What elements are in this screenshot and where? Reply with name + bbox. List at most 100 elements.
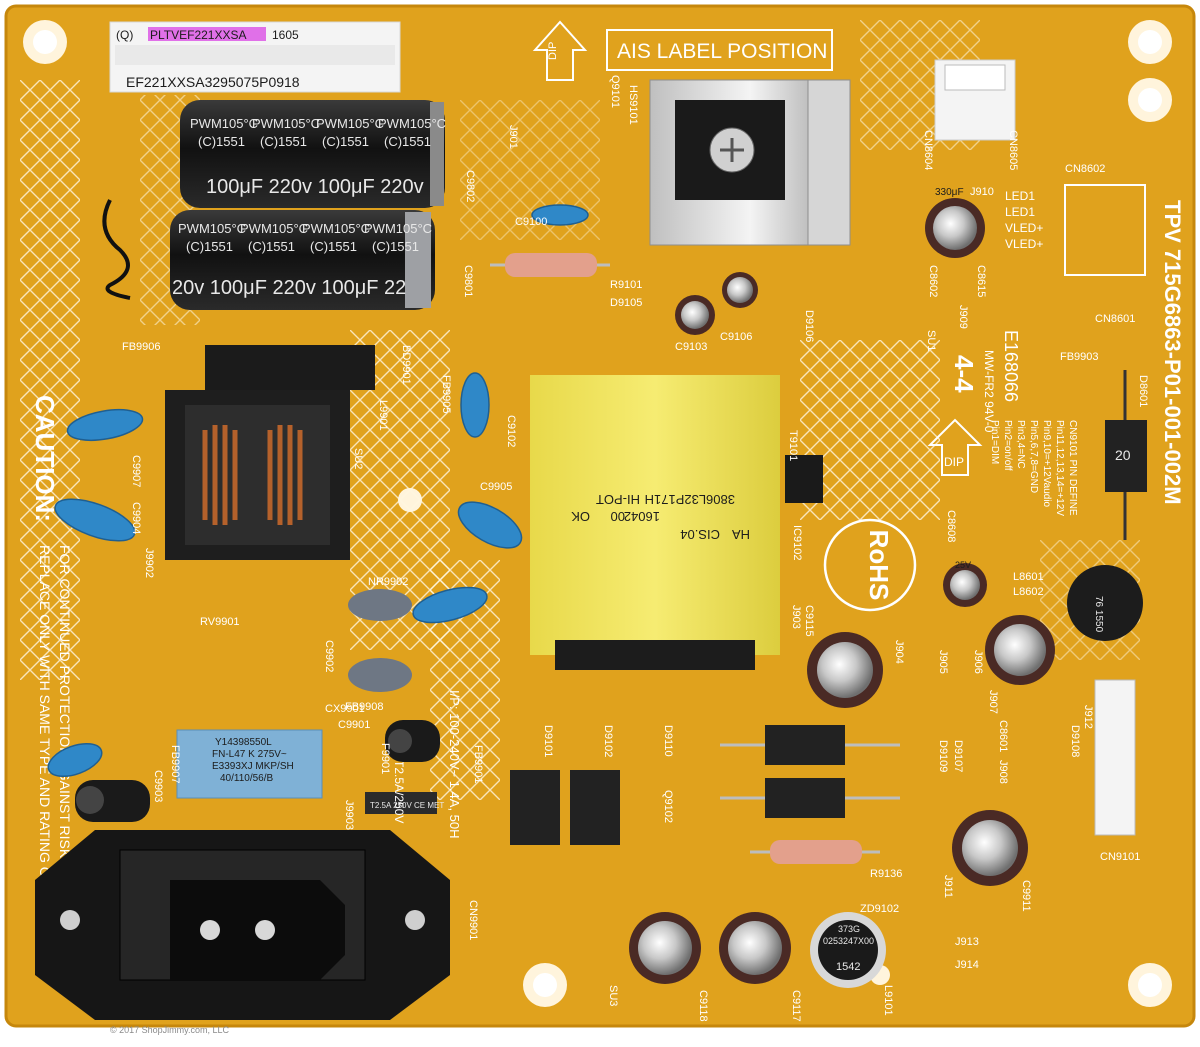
sticker-suffix: 1605 [272,28,299,42]
silkscreen-text: (C)1551 [198,134,245,149]
silkscreen-text: DIP [944,455,964,469]
silkscreen-text: D9109 [937,740,949,772]
su1-mark: 4-4 [949,355,979,393]
silkscreen-text: J908 [997,760,1009,784]
silkscreen-text: PWM105°C [178,221,246,236]
electrolytic-cans [629,198,1055,984]
silkscreen-text: D9102 [602,725,614,757]
ul-number: E168066 [1001,330,1021,402]
silkscreen-text: C9802 [464,170,476,202]
silkscreen-text: J910 [970,186,994,198]
silkscreen-text: L8601 [1013,571,1044,583]
silkscreen-text: HS9101 [627,85,639,125]
bulk-capacitor-top: PWM105°C PWM105°C PWM105°C PWM105°C (C)1… [180,100,446,208]
silkscreen-text: 330μF [935,187,964,198]
silkscreen-text: (C)1551 [186,239,233,254]
x-capacitor: Y14398550L FN-L47 K 275V~ E3393XJ MKP/SH… [176,729,323,799]
silkscreen-text: R9136 [870,868,902,880]
silkscreen-text: RV9901 [200,616,240,628]
silkscreen-text: R9101 [610,279,642,291]
silkscreen-text: C9902 [323,640,335,672]
rectifier-diodes [510,725,900,845]
silkscreen-text: HI-POT [596,492,640,507]
silkscreen-text: C9118 [697,990,709,1022]
fuse-f9901: T2.5A 250V CE MET [365,792,444,814]
silkscreen-text: PWM105°C [190,116,258,131]
silkscreen-text: J907 [987,690,999,714]
silkscreen-text: PWM105°C [316,116,384,131]
silkscreen-text: CN8605 [1007,130,1019,170]
silkscreen-text: 20v 100μF 220v 100μF 22 [172,277,406,299]
silkscreen-text: D9101 [542,725,554,757]
silkscreen-text: FB9903 [1060,351,1099,363]
silkscreen-text: L9901 [377,400,389,431]
silkscreen-text: J906 [972,650,984,674]
silkscreen-text: Pin5,6,7,8=GND [1028,420,1039,493]
connector-cn9101[interactable] [1094,679,1136,836]
copyright: © 2017 ShopJimmy.com, LLC [110,1025,230,1035]
silkscreen-text: C9103 [675,341,707,353]
silkscreen-text: SU3 [607,985,619,1006]
silkscreen-text: VLED+ [1005,237,1043,251]
dip-arrow-top: DIP [532,20,588,81]
optocoupler [785,455,823,503]
silkscreen-text: C9907 [130,455,142,487]
silkscreen-text: CX9901 [325,703,365,715]
connector-cn8605[interactable] [934,59,1016,141]
silkscreen-text: T2.5A 250V CE MET [370,801,444,810]
silkscreen-text: C9106 [720,331,752,343]
silkscreen-text: FB9906 [122,341,161,353]
silkscreen-text: CN8604 [922,130,934,170]
silkscreen-text: Pin9,10=+12Vaudio [1041,420,1052,508]
silkscreen-text: (C)1551 [310,239,357,254]
silkscreen-text: D9105 [610,297,642,309]
reference-designators: Q9101 HS9101 J901 C9802 C9100 R9101 D910… [122,75,1149,1022]
silkscreen-text: J905 [937,650,949,674]
silkscreen-text: C9905 [480,481,512,493]
silkscreen-text: OK [571,509,590,524]
inductor-l9101: 373G 0253247X00 1542 [810,912,886,988]
mounting-holes [23,20,1172,1007]
silkscreen-text: D9108 [1069,725,1081,757]
can-labels: 330μF 25V [935,187,971,570]
silkscreen-text: D9106 [803,310,815,342]
silkscreen-text: FB9905 [440,375,452,414]
silkscreen-text: 76 1550 [1093,596,1104,633]
silkscreen-text: PWM105°C [252,116,320,131]
silkscreen-text: ZD9102 [860,903,899,915]
ais-label: AIS LABEL POSITION [617,40,827,63]
silkscreen-text: C9100 [515,216,547,228]
silkscreen-text: J901 [507,125,519,149]
silkscreen-text: C8602 [927,265,939,297]
silkscreen-text: D8601 [1137,375,1149,407]
silkscreen-text: 373G [838,924,860,934]
sticker-prefix: (Q) [116,28,133,42]
caution-title: CAUTION: [30,395,60,522]
silkscreen-text: VLED+ [1005,221,1043,235]
fuse-rating: T2.5A/250V [392,760,406,823]
silkscreen-text: LED1 [1005,189,1035,203]
wire-squiggle [102,199,131,300]
silkscreen-text: SU2 [352,448,364,469]
silkscreen-text: FB9907 [169,745,181,784]
silkscreen-text: HA [732,527,750,542]
silkscreen-text: 1542 [836,961,860,973]
silkscreen-text: PWM105°C [364,221,432,236]
silkscreen-text: (C)1551 [372,239,419,254]
silkscreen-text: CN8602 [1065,163,1105,175]
blue-caps [47,204,589,778]
silkscreen-text: Q9101 [609,75,621,108]
silkscreen-text: C9903 [152,770,164,802]
silkscreen-text: CN9101 PIN DEFINE [1067,420,1078,516]
dip-arrow-right: DIP [927,418,983,476]
serial-sticker: (Q) PLTVEF221XXSA 1605 EF221XXSA3295075P… [109,21,401,93]
silkscreen-text: LED1 [1005,205,1035,219]
silkscreen-text: (C)1551 [248,239,295,254]
ac-inlet[interactable] [35,830,450,1020]
silkscreen-text: FB9901 [472,745,484,784]
silkscreen-text: Pin3,4=NC [1015,420,1026,469]
silkscreen-text: FB9908 [345,701,384,713]
silkscreen-text: 00 [611,509,625,524]
silkscreen-text: 25V [955,560,971,570]
caution-line2: REPLACE ONLY WITH SAME TYPE AND RATING O… [37,545,53,931]
